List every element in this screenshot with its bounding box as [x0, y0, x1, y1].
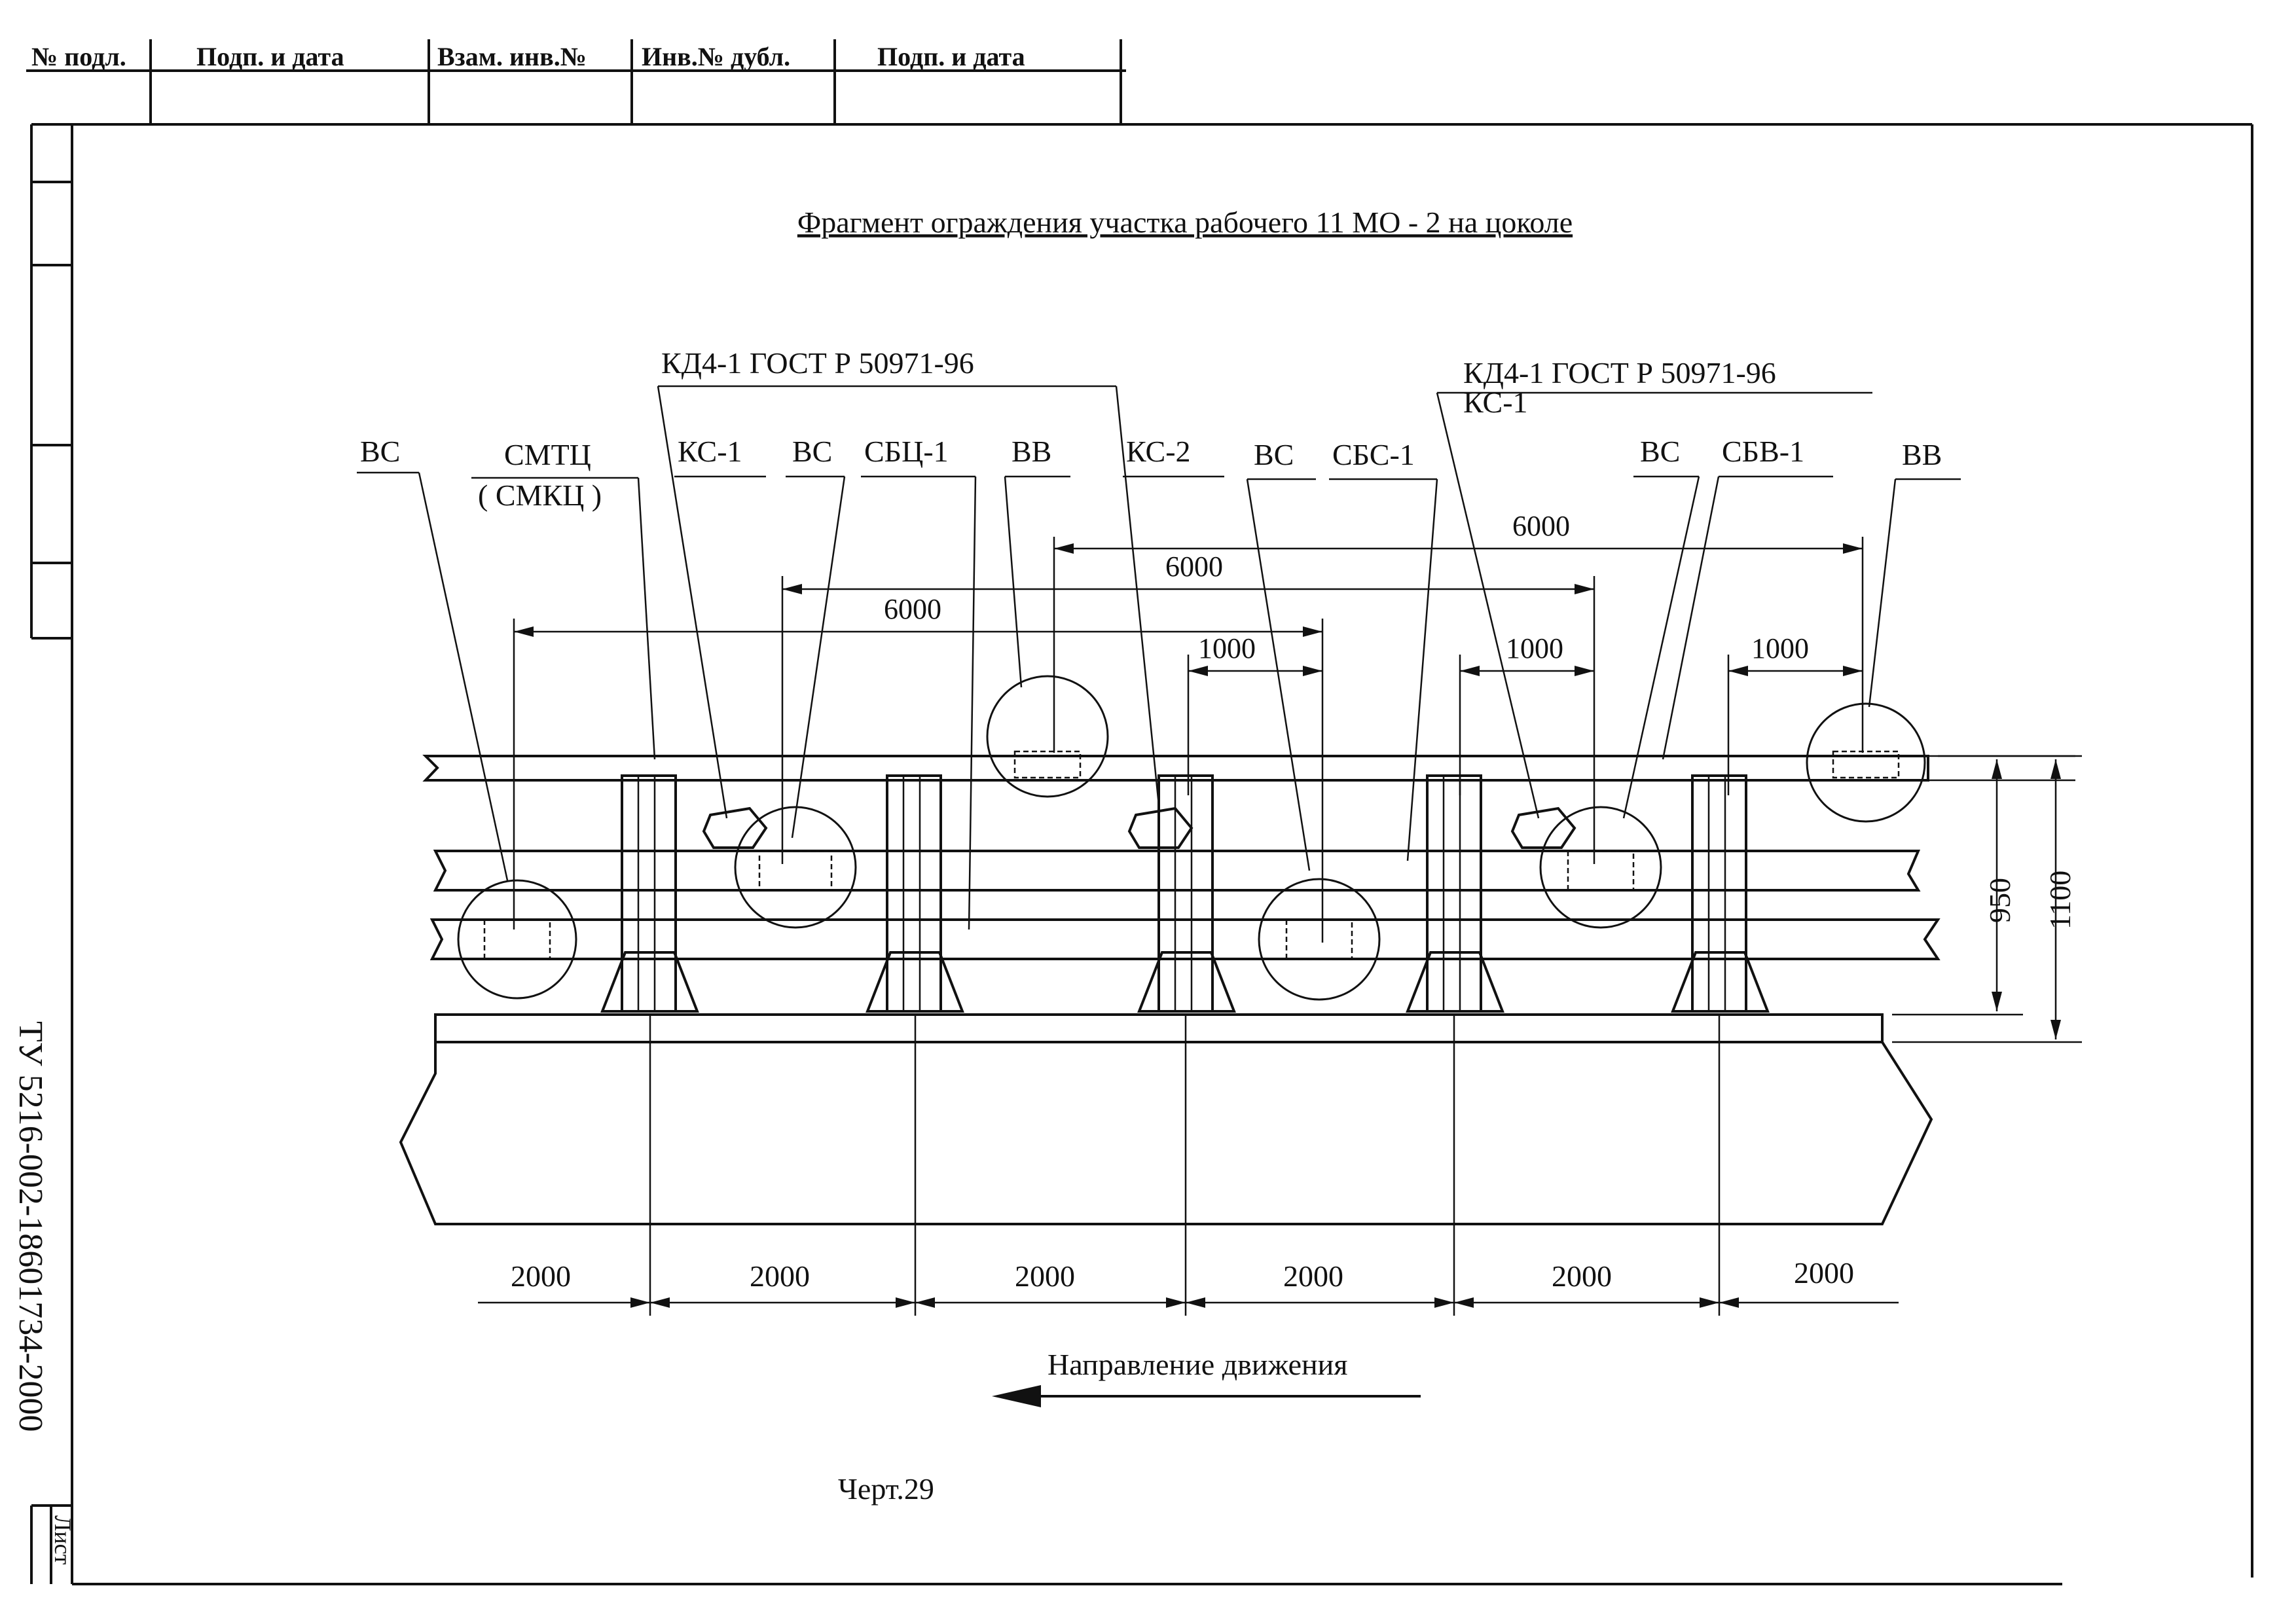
splice-vs-1: [457, 879, 577, 1000]
callout-ks1-right: КС-1: [1463, 386, 1528, 419]
stamp-cell-dubl: Инв.№ дубл.: [642, 42, 790, 71]
top-dimensions: 6000 6000 6000 1000 1000 1000: [513, 510, 1864, 943]
label-vv-2: ВВ: [1902, 438, 1942, 471]
dim-950: 950: [1983, 878, 2016, 923]
dim-6000-bottom: 6000: [884, 593, 941, 625]
direction-label: Направление движения: [1048, 1348, 1347, 1381]
plinth-body: [399, 1041, 1933, 1225]
traffic-direction: Направление движения: [992, 1348, 1421, 1407]
dim-2000-5: 2000: [1552, 1259, 1612, 1293]
dim-2000-2: 2000: [750, 1259, 810, 1293]
post-1: [621, 774, 677, 1013]
callout-labels: КД4-1 ГОСТ Р 50971-96 КД4-1 ГОСТ Р 50971…: [357, 346, 1961, 512]
splice-vs-2: [734, 806, 857, 929]
document-code: ТУ 5216-002-18601734-2000: [12, 1021, 49, 1432]
label-vs-1: ВС: [360, 435, 400, 468]
label-sbs-1: СБС-1: [1332, 438, 1415, 471]
height-dimensions: 950 1100: [1892, 755, 2082, 1043]
drawing-number: Черт.29: [838, 1472, 934, 1506]
label-vs-4: ВС: [1640, 435, 1680, 468]
dim-6000-middle: 6000: [1165, 550, 1223, 583]
dim-2000-3: 2000: [1015, 1259, 1075, 1293]
dim-1000-3: 1000: [1751, 632, 1809, 664]
dim-1100: 1100: [2043, 871, 2077, 929]
callout-kd4-left: КД4-1 ГОСТ Р 50971-96: [661, 346, 974, 380]
stamp-cell-podl: № подл.: [31, 42, 126, 71]
dim-2000-4: 2000: [1283, 1259, 1343, 1293]
bottom-dimensions: 2000 2000 2000 2000 2000 2000: [478, 1015, 1899, 1316]
barrier-assembly: [399, 675, 2075, 1225]
post-2: [886, 774, 942, 1013]
label-vs-3: ВС: [1254, 438, 1294, 471]
label-sbv-1: СБВ-1: [1722, 435, 1804, 468]
sheet-label: Лист: [50, 1515, 76, 1565]
splice-circles: [457, 675, 1926, 1001]
label-ks-2: КС-2: [1126, 435, 1191, 468]
splice-vs-4: [1539, 806, 1662, 929]
dim-2000-1: 2000: [511, 1259, 571, 1293]
revision-stamp: № подл. Подп. и дата Взам. инв.№ Инв.№ д…: [26, 39, 1126, 124]
splice-vv-1: [986, 675, 1109, 798]
dim-1000-2: 1000: [1506, 632, 1563, 664]
label-vs-2: ВС: [792, 435, 832, 468]
direction-arrow-icon: [992, 1385, 1041, 1407]
middle-beam: [433, 850, 1921, 892]
label-sbc-1: СБЦ-1: [864, 435, 949, 468]
lower-beam: [429, 918, 1941, 960]
dim-2000-6: 2000: [1794, 1256, 1854, 1290]
sheet-frame: [30, 123, 2253, 1585]
label-vv-1: ВВ: [1011, 435, 1051, 468]
post-4: [1426, 774, 1482, 1013]
dim-6000-top: 6000: [1512, 510, 1570, 542]
stamp-cell-vzam: Взам. инв.№: [437, 42, 587, 71]
console-brackets: [702, 806, 1576, 849]
splice-vs-3: [1258, 878, 1381, 1001]
label-smtc: СМТЦ: [504, 438, 591, 471]
splice-vv-2: [1806, 702, 1926, 823]
leader-lines: [418, 386, 1897, 930]
post-5: [1691, 774, 1747, 1013]
post-3: [1157, 774, 1214, 1013]
label-smkc: ( СМКЦ ): [478, 478, 602, 512]
drawing-title: Фрагмент ограждения участка рабочего 11 …: [797, 206, 1573, 239]
dim-1000-1: 1000: [1198, 632, 1256, 664]
stamp-cell-podp-2: Подп. и дата: [877, 42, 1025, 71]
plinth-cap: [434, 1013, 1884, 1043]
top-rail: [422, 755, 1929, 782]
post-bases: [600, 951, 1770, 1013]
callout-kd4-right: КД4-1 ГОСТ Р 50971-96: [1463, 356, 1776, 389]
label-ks-1: КС-1: [678, 435, 742, 468]
stamp-cell-podp-1: Подп. и дата: [196, 42, 344, 71]
